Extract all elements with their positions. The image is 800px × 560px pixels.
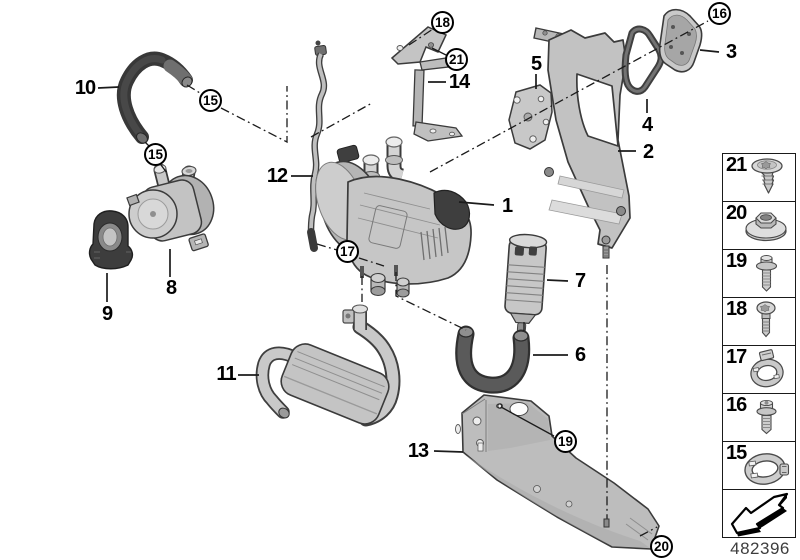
mounting-bracket-drawing-2[interactable] [533, 27, 631, 259]
coolant-pipe-drawing-12[interactable] [307, 40, 328, 252]
part-label-4[interactable]: 4 [641, 114, 653, 136]
legend-number: 21 [726, 154, 747, 176]
hex-flange-bolt-icon [755, 255, 778, 292]
legend-number: 16 [726, 394, 747, 416]
legend-item-20[interactable]: 20 [723, 201, 795, 249]
part-label-3[interactable]: 3 [725, 41, 737, 63]
part-label-6[interactable]: 6 [574, 344, 586, 366]
legend-number: 15 [726, 442, 747, 464]
silencer-cartridge-drawing-7[interactable] [503, 233, 548, 333]
holder-bracket-drawing-14[interactable] [390, 26, 464, 142]
part-label-9[interactable]: 9 [101, 303, 113, 325]
callout-15-2[interactable]: 15 [144, 143, 167, 166]
hex-flange-bolt-short-icon [756, 399, 777, 435]
callout-15-1[interactable]: 15 [199, 89, 222, 112]
callout-18[interactable]: 18 [431, 11, 454, 34]
leader-anchor-dot [497, 403, 503, 409]
legend-item-16[interactable]: 16 [723, 393, 795, 441]
legend-item-18[interactable]: 18 [723, 297, 795, 345]
callout-17[interactable]: 17 [336, 240, 359, 263]
fasteners-legend: 21 20 19 18 [722, 153, 796, 538]
part-label-11[interactable]: 11 [216, 363, 236, 385]
document-number: 482396 [730, 539, 790, 558]
part-label-1[interactable]: 1 [501, 195, 513, 217]
support-bracket-drawing-13[interactable] [455, 394, 660, 550]
assembly-reference-lines [144, 20, 709, 537]
callout-20[interactable]: 20 [650, 535, 673, 558]
gasket-drawing-4[interactable] [621, 25, 665, 95]
water-pump-drawing-8[interactable] [126, 163, 222, 252]
pump-mount-drawing-9[interactable] [88, 210, 134, 270]
legend-item-21[interactable]: 21 [723, 154, 795, 201]
heater-unit-drawing-1[interactable] [307, 136, 472, 298]
rivet-screw-icon [751, 158, 783, 194]
cover-plate-drawing-3[interactable] [658, 8, 703, 73]
callout-21[interactable]: 21 [445, 48, 468, 71]
part-label-7[interactable]: 7 [574, 270, 586, 292]
legend-number: 18 [726, 298, 747, 320]
u-hose-drawing-6[interactable] [455, 325, 531, 394]
legend-number: 19 [726, 250, 747, 272]
legend-number: 20 [726, 202, 747, 224]
direction-arrow-icon [730, 492, 789, 537]
hose-clamp-icon [750, 349, 784, 388]
legend-item-19[interactable]: 19 [723, 249, 795, 297]
legend-number: 17 [726, 346, 747, 368]
bolt-stud-marker [603, 518, 610, 528]
torx-screw-icon [756, 301, 776, 338]
part-label-5[interactable]: 5 [530, 53, 542, 75]
hose-clamp-large-icon [744, 453, 790, 485]
part-label-14[interactable]: 14 [448, 71, 470, 93]
part-label-13[interactable]: 13 [407, 440, 429, 462]
coolant-hose-drawing-10[interactable] [116, 51, 194, 146]
callout-16[interactable]: 16 [708, 2, 731, 25]
legend-item-direction [723, 489, 795, 537]
callout-19[interactable]: 19 [554, 430, 577, 453]
leader-lines [97, 47, 720, 453]
part-label-2[interactable]: 2 [642, 141, 654, 163]
legend-item-17[interactable]: 17 [723, 345, 795, 393]
legend-item-15[interactable]: 15 [723, 441, 795, 489]
exhaust-silencer-drawing-11[interactable] [255, 304, 401, 429]
part-label-8[interactable]: 8 [165, 277, 177, 299]
part-label-10[interactable]: 10 [74, 77, 96, 99]
part-label-12[interactable]: 12 [266, 165, 288, 187]
washer-nut-icon [745, 212, 787, 242]
